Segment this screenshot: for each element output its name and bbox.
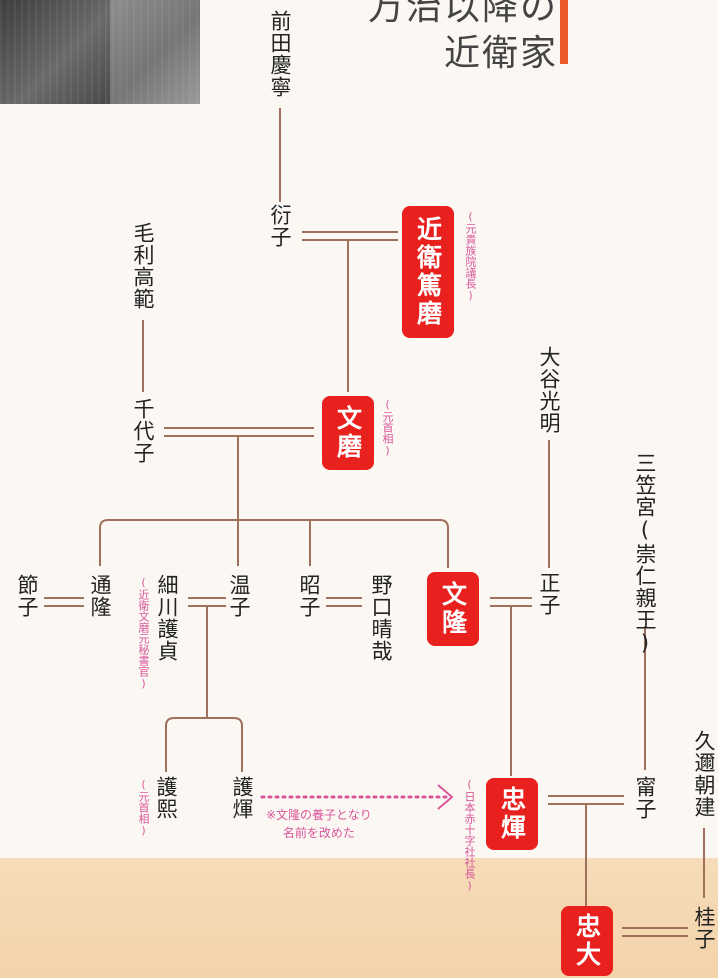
person-michitaka: 通隆 — [89, 574, 110, 618]
person-chiyoko: 千代子 — [132, 398, 153, 464]
person-konoe-tadahiro: 忠大 — [561, 906, 613, 976]
person-morihiro: 護熙 — [155, 776, 176, 820]
person-onko: 温子 — [228, 574, 249, 618]
person-konoe-tadateru: 忠煇 — [486, 778, 538, 850]
person-akiko: 昭子 — [298, 574, 319, 618]
adoption-note: ※文隆の養子となり 名前を改めた — [266, 806, 372, 842]
note-atsumaro: (元貴族院議長) — [465, 210, 476, 302]
note-hosokawa: (近衛文磨元秘書官) — [138, 576, 149, 690]
person-yasuko: 衍子 — [269, 204, 290, 248]
person-moriteru: 護煇 — [231, 776, 252, 820]
person-konoe-fumitaka: 文隆 — [427, 572, 479, 646]
person-hosokawa-morisada: 細川護貞 — [156, 574, 177, 662]
person-konoe-atsumaro: 近衛篤磨 — [402, 206, 454, 338]
person-kuni-asatake: 久邇朝建 — [693, 730, 714, 818]
note-tadateru: (日本赤十字社社長) — [464, 778, 475, 892]
person-mori-takanori: 毛利高範 — [132, 222, 153, 310]
person-masako: 正子 — [538, 572, 559, 616]
note-morihiro: (元首相) — [138, 778, 149, 837]
person-maeda-yoshinori: 前田慶寧 — [269, 10, 290, 98]
note-fumimaro: (元首相) — [382, 398, 393, 457]
person-otani-kosho: 大谷光明 — [538, 346, 559, 434]
adoption-note-line2: 名前を改めた — [266, 824, 372, 842]
person-noguchi-haruchika: 野口晴哉 — [370, 574, 391, 662]
adoption-note-line1: ※文隆の養子となり — [266, 806, 372, 824]
person-keiko: 桂子 — [693, 906, 714, 950]
person-setsuko: 節子 — [16, 574, 37, 618]
person-mikasa: 三笠宮(崇仁親王) — [634, 452, 655, 656]
person-konoe-fumimaro: 文磨 — [322, 396, 374, 470]
person-yasuko-mikasa: 甯子 — [634, 776, 655, 820]
